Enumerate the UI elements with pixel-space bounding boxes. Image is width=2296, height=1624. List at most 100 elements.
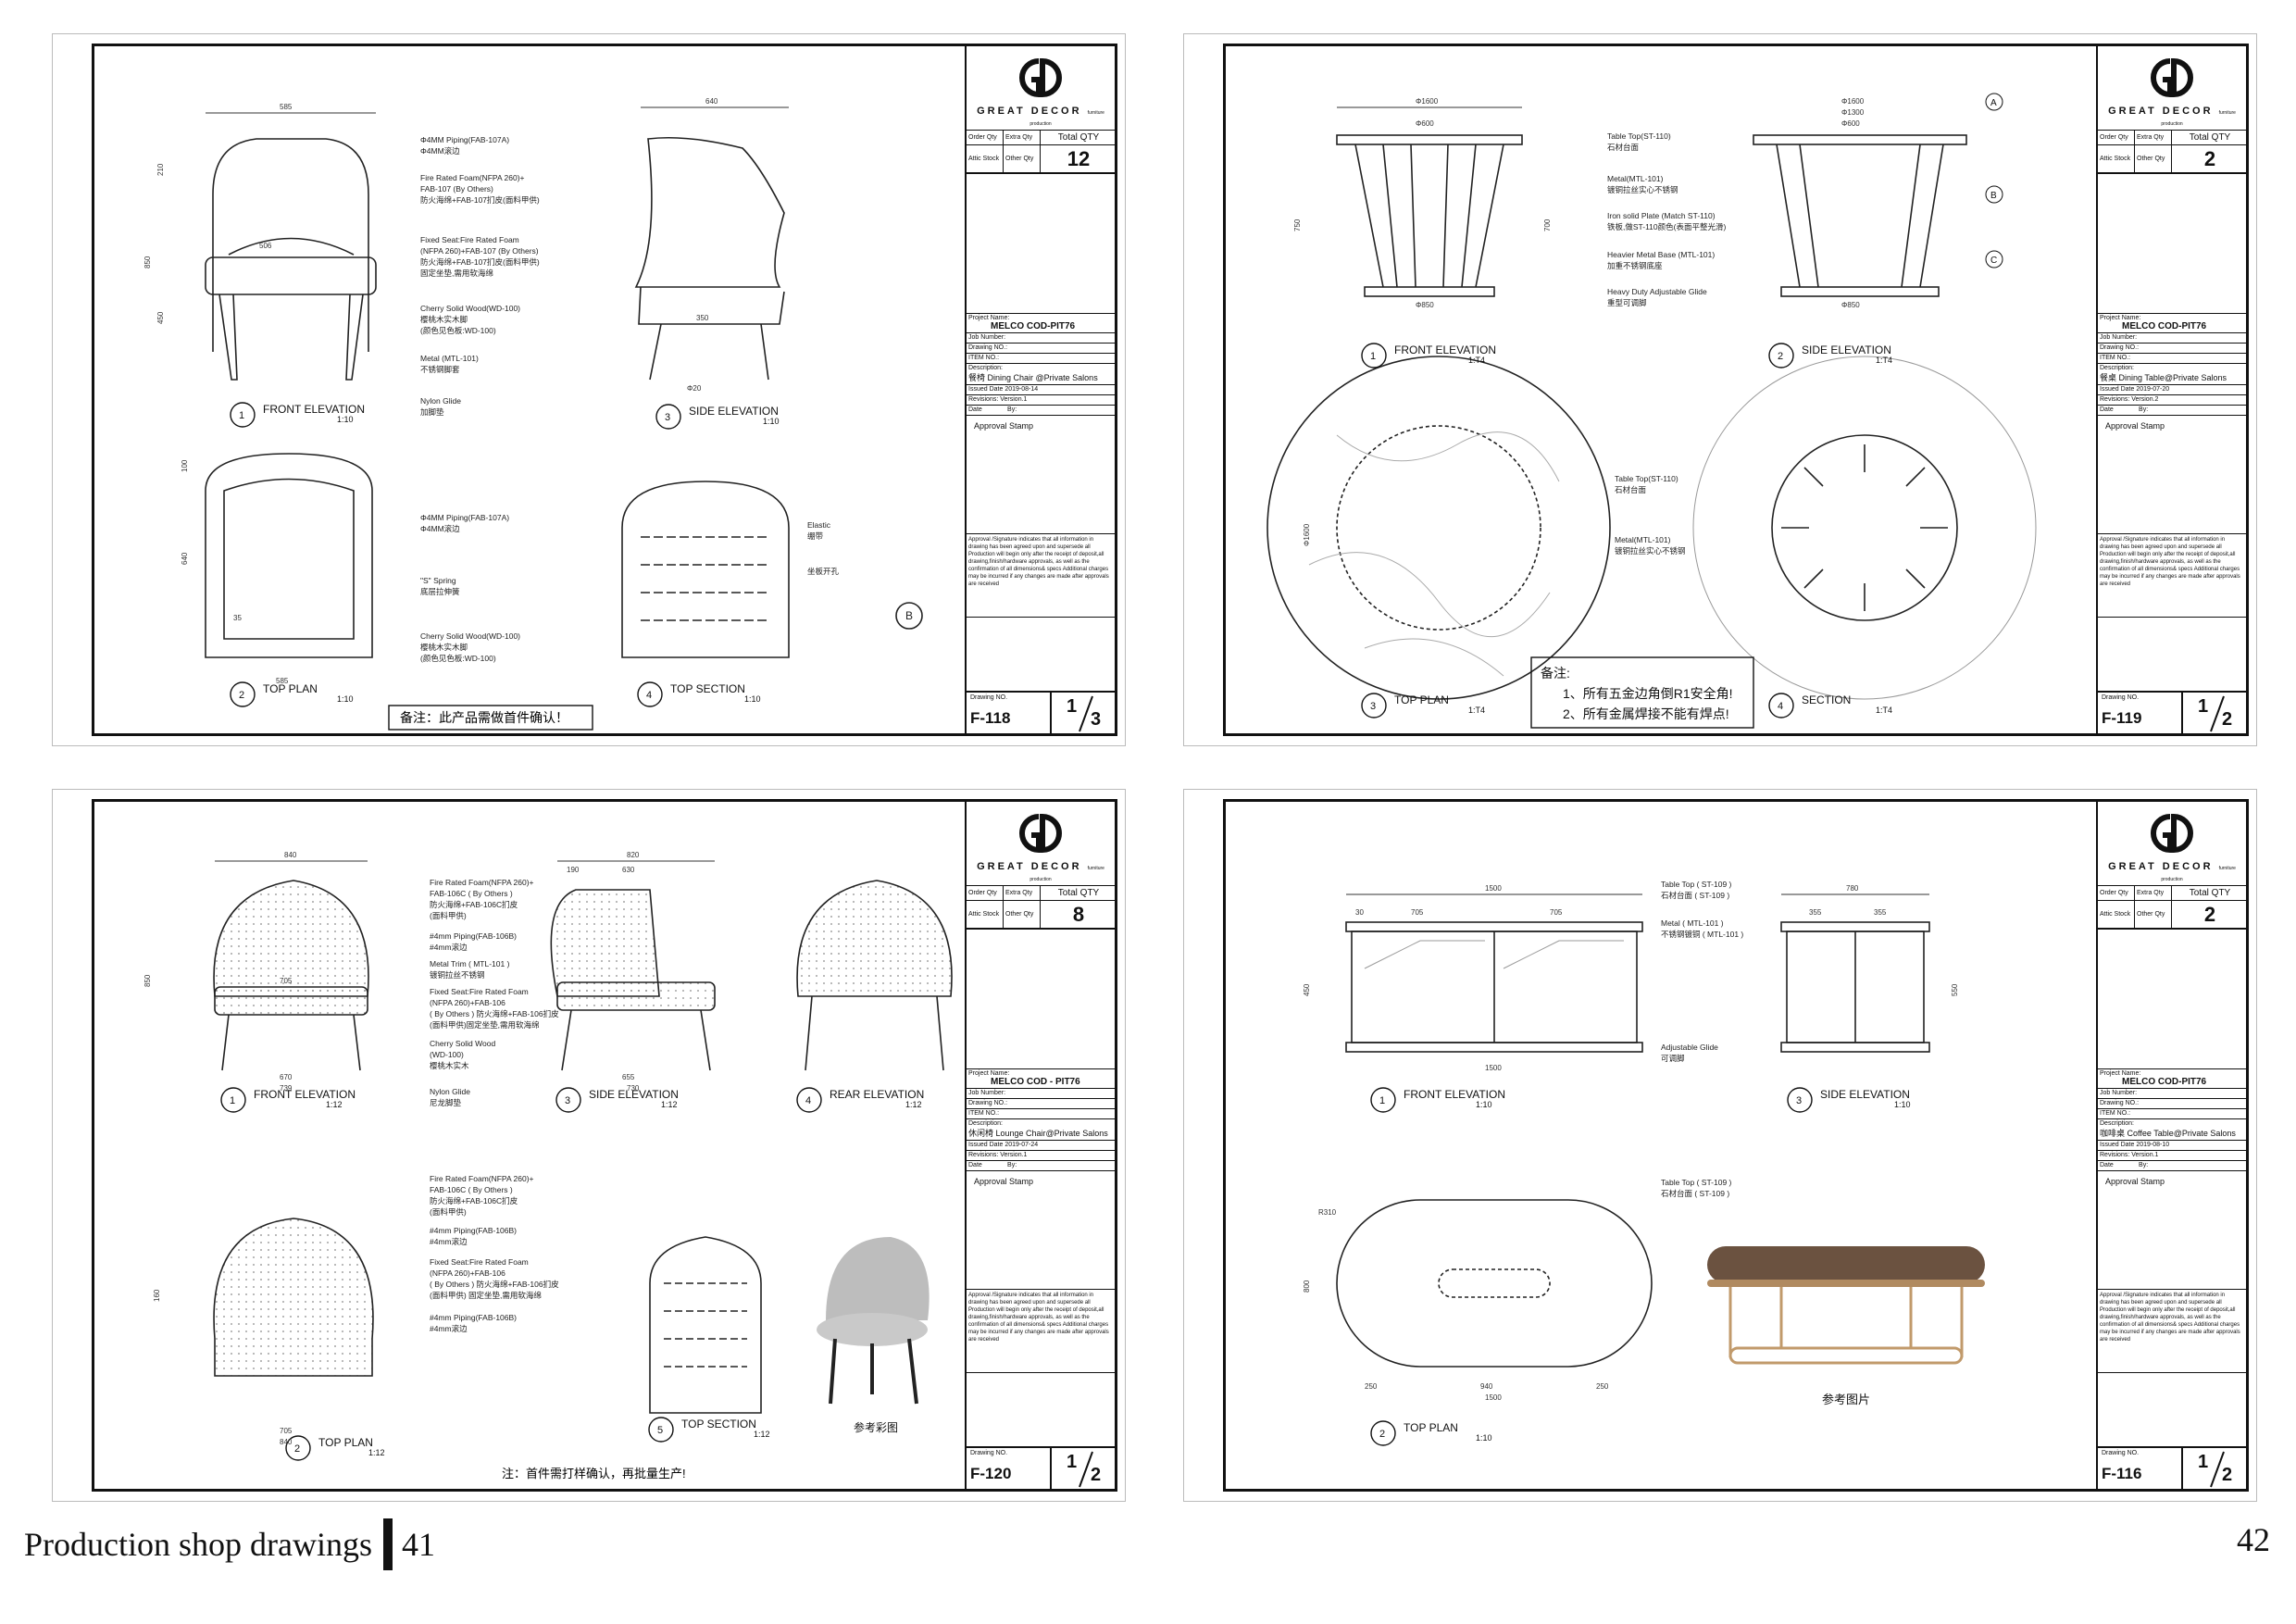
svg-text:Φ1600: Φ1600 xyxy=(1416,97,1439,106)
sheet-f118: 1 FRONT ELEVATION 1:10 3 SIDE ELEVATION … xyxy=(52,33,1126,746)
drawing-area-dining-table: 1 FRONT ELEVATION 1:T4 2 SIDE ELEVATION … xyxy=(1267,93,2037,729)
approval-stamp: Approval Stamp xyxy=(2098,1171,2246,1290)
svg-text:FRONT ELEVATION: FRONT ELEVATION xyxy=(254,1088,356,1101)
svg-text:Φ20: Φ20 xyxy=(687,384,702,393)
remark-note: 备注：此产品需做首件确认！ xyxy=(400,710,568,725)
coffee-top-front xyxy=(1345,921,1643,932)
view-title: FRONT ELEVATION xyxy=(263,403,365,416)
material-notes: Table Top ( ST-109 ) 石材台面 ( ST-109 ) Met… xyxy=(1661,880,1743,1198)
project-info: Project Name:MELCO COD-PIT76 Job Number:… xyxy=(967,314,1115,416)
title-block: GREAT DECOR furniture production Order Q… xyxy=(965,46,1115,733)
view-num: 1 xyxy=(239,410,244,421)
svg-text:可调脚: 可调脚 xyxy=(1661,1054,1685,1063)
revision: Version.1 xyxy=(2131,1152,2159,1158)
svg-text:1、所有五金边角倒R1安全角!: 1、所有五金边角倒R1安全角! xyxy=(1563,686,1733,701)
drawing-number: F-120 xyxy=(970,1465,1012,1482)
svg-text:镀铜拉丝实心不锈钢: 镀铜拉丝实心不锈钢 xyxy=(1607,185,1678,194)
svg-text:1:12: 1:12 xyxy=(661,1100,678,1109)
svg-text:190: 190 xyxy=(567,866,580,874)
material-notes: Fire Rated Foam(NFPA 260)+ FAB-106C ( By… xyxy=(430,878,559,1333)
svg-text:Heavy Duty Adjustable Glide: Heavy Duty Adjustable Glide xyxy=(1607,287,1707,296)
svg-text:SIDE ELEVATION: SIDE ELEVATION xyxy=(1802,344,1891,356)
project-info: Project Name:MELCO COD-PIT76 Job Number:… xyxy=(2098,314,2246,416)
table-top-front xyxy=(1336,134,1523,145)
approval-stamp: Approval Stamp xyxy=(2098,416,2246,534)
svg-text:Φ1300: Φ1300 xyxy=(1841,108,1865,117)
svg-text:780: 780 xyxy=(1846,884,1859,893)
drawing-area-coffee-table: 1 FRONT ELEVATION 1:10 3 SIDE ELEVATION … xyxy=(1303,880,1985,1446)
svg-text:SIDE ELEVATION: SIDE ELEVATION xyxy=(589,1088,679,1101)
svg-text:670: 670 xyxy=(280,1073,293,1081)
svg-text:3: 3 xyxy=(565,1095,570,1106)
ref-photo-label: 参考彩图 xyxy=(854,1420,898,1434)
svg-text:Nylon Glide: Nylon Glide xyxy=(420,396,461,406)
drawing-number: F-119 xyxy=(2102,709,2142,727)
lounge-front-back xyxy=(213,880,369,997)
dimensions: 840 705 670 739 820 190 630 655 730 850 … xyxy=(144,851,715,1446)
view-title: TOP SECTION xyxy=(670,682,745,695)
svg-text:705: 705 xyxy=(280,1427,293,1435)
view-titles: 1 FRONT ELEVATION 1:10 3 SIDE ELEVATION … xyxy=(230,402,780,707)
svg-text:底层拉伸簧: 底层拉伸簧 xyxy=(420,587,460,596)
brand-logo: GREAT DECOR furniture production xyxy=(967,46,1115,131)
svg-text:5: 5 xyxy=(657,1425,663,1436)
quantity-table: Order Qty Extra Qty Total QTY Attic Stoc… xyxy=(2098,131,2246,174)
svg-text:FAB-106C ( By Others ): FAB-106C ( By Others ) xyxy=(430,889,513,898)
svg-text:Cherry Solid Wood: Cherry Solid Wood xyxy=(430,1039,495,1048)
svg-text:Table Top(ST-110): Table Top(ST-110) xyxy=(1615,474,1678,483)
brand-logo: GREAT DECOR furniture production xyxy=(967,802,1115,886)
svg-text:Table Top ( ST-109 ): Table Top ( ST-109 ) xyxy=(1661,880,1732,889)
section-circle xyxy=(1692,356,2037,700)
svg-text:1:T4: 1:T4 xyxy=(1876,356,1892,365)
revision: Version.1 xyxy=(1000,1152,1028,1158)
svg-text:Φ600: Φ600 xyxy=(1416,119,1434,128)
page-number-right: 42 xyxy=(2237,1521,2270,1558)
svg-text:640: 640 xyxy=(181,552,189,565)
svg-text:730: 730 xyxy=(627,1084,640,1093)
svg-text:樱桃木实木: 樱桃木实木 xyxy=(430,1061,469,1070)
section-markers: A B C xyxy=(1985,93,2003,269)
svg-text:355: 355 xyxy=(1874,908,1887,917)
svg-text:尼龙脚垫: 尼龙脚垫 xyxy=(430,1098,462,1107)
remarks-box: 备注: 1、所有五金边角倒R1安全角! 2、所有金属焊接不能有焊点! xyxy=(1541,666,1733,721)
svg-text:坐板开孔: 坐板开孔 xyxy=(807,567,840,576)
item-description: 休闲椅 Lounge Chair@Private Salons xyxy=(968,1129,1108,1138)
svg-text:备注:: 备注: xyxy=(1541,666,1570,681)
brand-logo: GREAT DECOR furniture production xyxy=(2098,802,2246,886)
svg-text:(面料甲供)固定坐垫,需用软海绵: (面料甲供)固定坐垫,需用软海绵 xyxy=(430,1020,540,1030)
svg-text:850: 850 xyxy=(144,256,152,269)
svg-text:1: 1 xyxy=(1370,351,1376,362)
view-titles: 1 FRONT ELEVATION 1:12 3 SIDE ELEVATION … xyxy=(220,1087,924,1461)
view-scale: 1:10 xyxy=(337,415,354,424)
svg-text:Φ850: Φ850 xyxy=(1416,301,1434,309)
dimensions: Φ1600 Φ600 Φ850 Φ1600 Φ1300 Φ600 Φ850 75… xyxy=(1293,97,1865,546)
svg-text:2: 2 xyxy=(1379,1429,1385,1440)
svg-text:705: 705 xyxy=(280,977,293,985)
svg-text:(NFPA 260)+FAB-107 (By Others): (NFPA 260)+FAB-107 (By Others) xyxy=(420,246,539,256)
svg-text:防火海绵+FAB-106C扪皮: 防火海绵+FAB-106C扪皮 xyxy=(430,900,518,909)
drawing-frame: 1 FRONT ELEVATION 1:10 3 SIDE ELEVATION … xyxy=(92,44,1117,736)
table-top-plan-circle xyxy=(1267,356,1611,700)
svg-text:585: 585 xyxy=(280,103,293,111)
svg-text:506: 506 xyxy=(259,242,272,250)
dimensions: 585 640 506 350 Φ20 850 450 210 640 585 … xyxy=(144,97,789,685)
table-top-side xyxy=(1753,134,1967,145)
drawing-frame: 1 FRONT ELEVATION 1:T4 2 SIDE ELEVATION … xyxy=(1223,44,2249,736)
svg-text:防火海绵+FAB-107扪皮(面料甲供): 防火海绵+FAB-107扪皮(面料甲供) xyxy=(420,257,540,267)
svg-text:樱桃木实木脚: 樱桃木实木脚 xyxy=(420,315,468,324)
svg-text:防火海绵+FAB-107扪皮(面料甲供): 防火海绵+FAB-107扪皮(面料甲供) xyxy=(420,195,540,205)
project-name: MELCO COD-PIT76 xyxy=(2122,321,2207,331)
svg-text:( By Others ) 防火海绵+FAB-106扪皮: ( By Others ) 防火海绵+FAB-106扪皮 xyxy=(430,1280,559,1289)
drawing-frame: 1 FRONT ELEVATION 1:12 3 SIDE ELEVATION … xyxy=(92,799,1117,1492)
item-description: 餐椅 Dining Chair @Private Salons xyxy=(968,373,1098,382)
approval-stamp: Approval Stamp xyxy=(967,416,1115,534)
title-block: GREAT DECOR furniture production Order Q… xyxy=(2096,802,2246,1489)
view-scale: 1:10 xyxy=(337,694,354,704)
svg-text:(面料甲供): (面料甲供) xyxy=(430,1207,467,1217)
